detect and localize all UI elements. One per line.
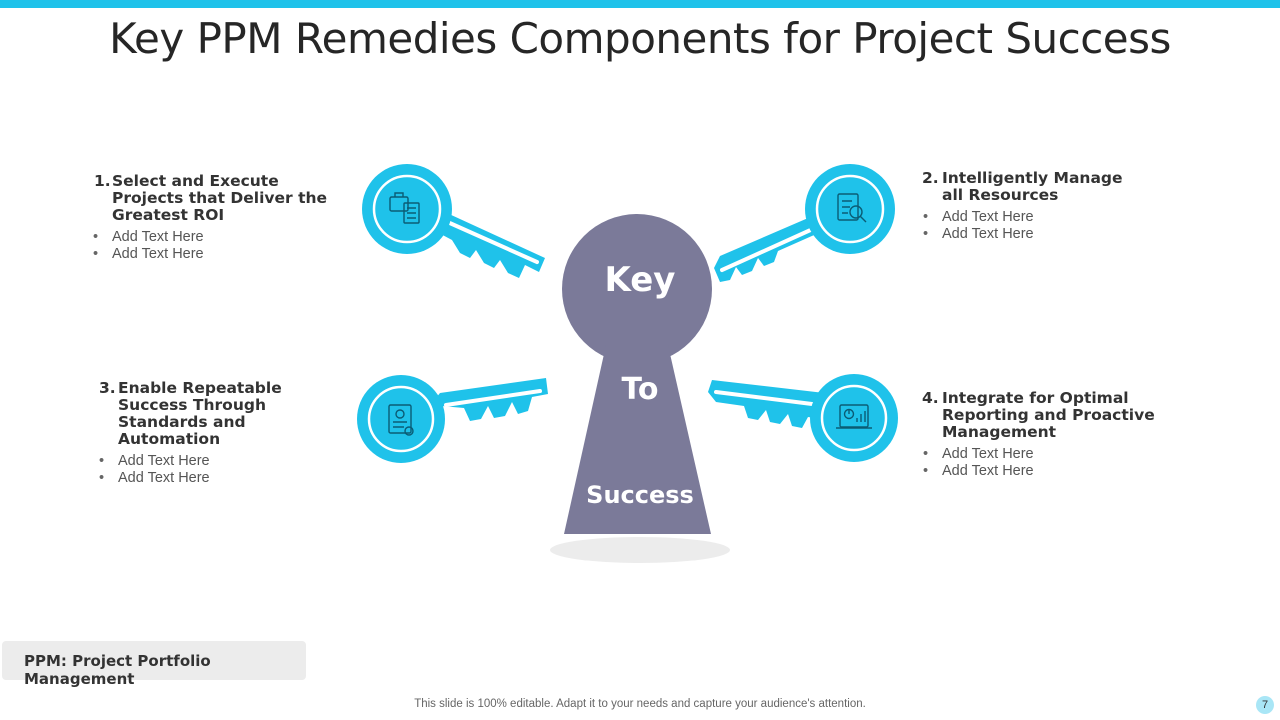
component-2: 2. Intelligently Manage all Resources Ad… bbox=[922, 170, 1132, 244]
component-4-heading: 4. Integrate for Optimal Reporting and P… bbox=[922, 390, 1192, 441]
bullet-item: Add Text Here bbox=[923, 446, 1192, 463]
component-1-number: 1. bbox=[94, 172, 111, 190]
component-3-heading: 3. Enable Repeatable Success Through Sta… bbox=[99, 380, 334, 448]
keyhole-shadow bbox=[550, 537, 730, 563]
component-3-number: 3. bbox=[99, 379, 116, 397]
keyhole-label-to: To bbox=[621, 372, 659, 407]
footer-label-box: PPM: Project Portfolio Management bbox=[2, 641, 306, 688]
certificate-icon bbox=[388, 404, 414, 436]
dashboard-report-icon bbox=[836, 404, 872, 429]
component-1-bullets: Add Text Here Add Text Here bbox=[93, 229, 344, 263]
editable-note: This slide is 100% editable. Adapt it to… bbox=[414, 698, 866, 710]
component-1-heading: 1. Select and Execute Projects that Deli… bbox=[94, 173, 344, 224]
key-1 bbox=[362, 164, 545, 278]
component-1: 1. Select and Execute Projects that Deli… bbox=[93, 173, 344, 264]
keyhole-label-success: Success bbox=[586, 481, 694, 509]
key-3 bbox=[357, 375, 548, 463]
component-2-number: 2. bbox=[922, 169, 939, 187]
slide-title: Key PPM Remedies Components for Project … bbox=[109, 14, 1171, 63]
component-4: 4. Integrate for Optimal Reporting and P… bbox=[922, 390, 1192, 481]
bullet-item: Add Text Here bbox=[923, 209, 1132, 226]
component-2-title: Intelligently Manage all Resources bbox=[942, 169, 1123, 204]
bullet-item: Add Text Here bbox=[923, 463, 1192, 480]
page-number: 7 bbox=[1256, 696, 1274, 714]
component-3-title: Enable Repeatable Success Through Standa… bbox=[118, 379, 282, 448]
bullet-item: Add Text Here bbox=[93, 246, 344, 263]
document-magnifier-icon bbox=[837, 193, 867, 223]
component-2-heading: 2. Intelligently Manage all Resources bbox=[922, 170, 1132, 204]
component-3: 3. Enable Repeatable Success Through Sta… bbox=[99, 380, 334, 488]
keyhole bbox=[562, 214, 712, 534]
component-3-bullets: Add Text Here Add Text Here bbox=[99, 453, 334, 487]
component-4-bullets: Add Text Here Add Text Here bbox=[923, 446, 1192, 480]
footer-label: PPM: Project Portfolio Management bbox=[24, 652, 211, 688]
bullet-item: Add Text Here bbox=[99, 453, 334, 470]
keyhole-label-key: Key bbox=[604, 260, 676, 300]
key-4 bbox=[708, 374, 898, 462]
component-2-bullets: Add Text Here Add Text Here bbox=[923, 209, 1132, 243]
component-1-title: Select and Execute Projects that Deliver… bbox=[112, 172, 328, 224]
bullet-item: Add Text Here bbox=[99, 470, 334, 487]
component-4-title: Integrate for Optimal Reporting and Proa… bbox=[942, 389, 1155, 441]
component-4-number: 4. bbox=[922, 389, 939, 407]
bullet-item: Add Text Here bbox=[93, 229, 344, 246]
key-2 bbox=[714, 164, 895, 282]
bullet-item: Add Text Here bbox=[923, 226, 1132, 243]
briefcase-checklist-icon bbox=[389, 192, 420, 224]
top-accent-bar bbox=[0, 0, 1280, 8]
